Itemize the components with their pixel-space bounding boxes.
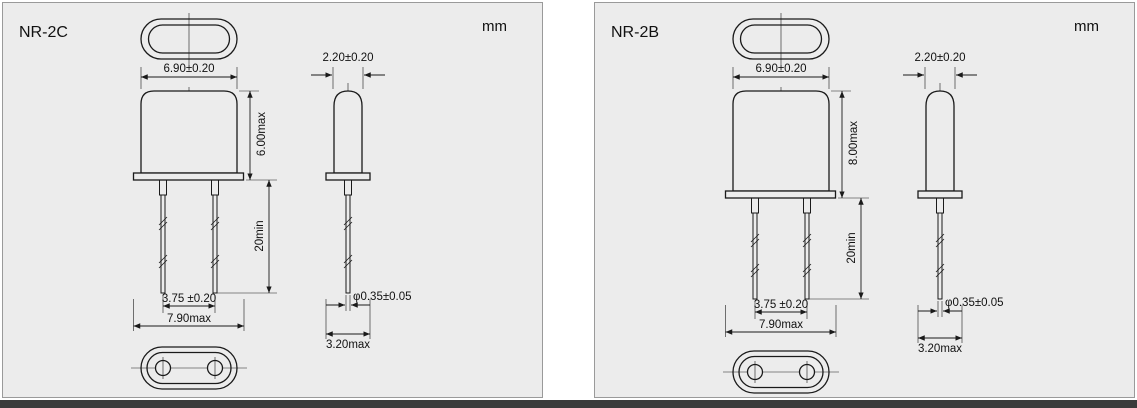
dim-base-width-label: 7.90max <box>167 313 211 325</box>
lead-right <box>802 197 812 300</box>
bottom-view <box>723 350 839 394</box>
dim-head-width: 2.20±0.20 <box>311 52 385 89</box>
dim-body-width-label: 6.90±0.20 <box>755 63 806 75</box>
lead-right <box>210 179 220 294</box>
side-view: 2.20±0.20 <box>903 52 1004 355</box>
dim-lead-spacing-label: 3.75 ±0.20 <box>754 299 808 311</box>
dim-body-width: 6.90±0.20 <box>140 63 238 89</box>
lead-side <box>343 179 353 294</box>
dim-body-height: 6.00max <box>239 90 277 181</box>
dim-body-width-label: 6.90±0.20 <box>163 63 214 75</box>
page-title: NR-2C <box>19 24 68 41</box>
nr2c-drawing: NR-2C mm 6.90±0.20 <box>19 13 507 390</box>
dim-base-depth-label: 3.20max <box>918 343 962 355</box>
dim-body-height: 8.00max <box>831 90 869 199</box>
lead-side <box>935 197 945 300</box>
dim-head-width: 2.20±0.20 <box>903 52 977 89</box>
unit-label: mm <box>482 18 507 35</box>
dim-lead-length: 20min <box>217 180 277 294</box>
top-view <box>732 13 830 65</box>
section-divider-bar <box>0 400 1137 408</box>
dim-base-width: 7.90max <box>133 299 245 331</box>
dim-body-height-label: 6.00max <box>256 112 268 156</box>
dim-lead-spacing: 3.75 ±0.20 <box>162 293 216 313</box>
dim-lead-length: 20min <box>809 198 869 300</box>
dim-base-depth: 3.20max <box>917 305 962 355</box>
dim-base-width: 7.90max <box>725 305 837 337</box>
dim-lead-length-label: 20min <box>254 220 266 251</box>
dim-lead-length-label: 20min <box>846 232 858 263</box>
dim-lead-diameter-label: φ0.35±0.05 <box>945 297 1004 309</box>
top-view <box>140 13 238 65</box>
dim-head-width-label: 2.20±0.20 <box>322 52 373 64</box>
panel-nr2b: NR-2B mm 6.90±0.20 <box>594 2 1135 398</box>
front-view <box>724 87 837 300</box>
unit-label: mm <box>1074 18 1099 35</box>
page-title: NR-2B <box>611 24 659 41</box>
dim-lead-spacing: 3.75 ±0.20 <box>754 299 808 319</box>
dim-lead-spacing-label: 3.75 ±0.20 <box>162 293 216 305</box>
lead-left <box>750 197 760 300</box>
dim-body-width: 6.90±0.20 <box>732 63 830 89</box>
dim-body-height-label: 8.00max <box>848 121 860 165</box>
dim-head-width-label: 2.20±0.20 <box>914 52 965 64</box>
dim-lead-diameter: φ0.35±0.05 <box>326 291 412 311</box>
dim-base-width-label: 7.90max <box>759 319 803 331</box>
side-view: 2.20±0.20 <box>311 52 412 351</box>
front-view <box>132 87 245 294</box>
panel-nr2c: NR-2C mm 6.90±0.20 <box>2 2 543 398</box>
dim-base-depth-label: 3.20max <box>326 339 370 351</box>
bottom-view <box>131 346 247 390</box>
dim-base-depth: 3.20max <box>325 299 370 351</box>
nr2b-drawing: NR-2B mm 6.90±0.20 <box>611 13 1099 394</box>
lead-left <box>158 179 168 294</box>
dim-lead-diameter: φ0.35±0.05 <box>918 297 1004 317</box>
dim-lead-diameter-label: φ0.35±0.05 <box>353 291 412 303</box>
